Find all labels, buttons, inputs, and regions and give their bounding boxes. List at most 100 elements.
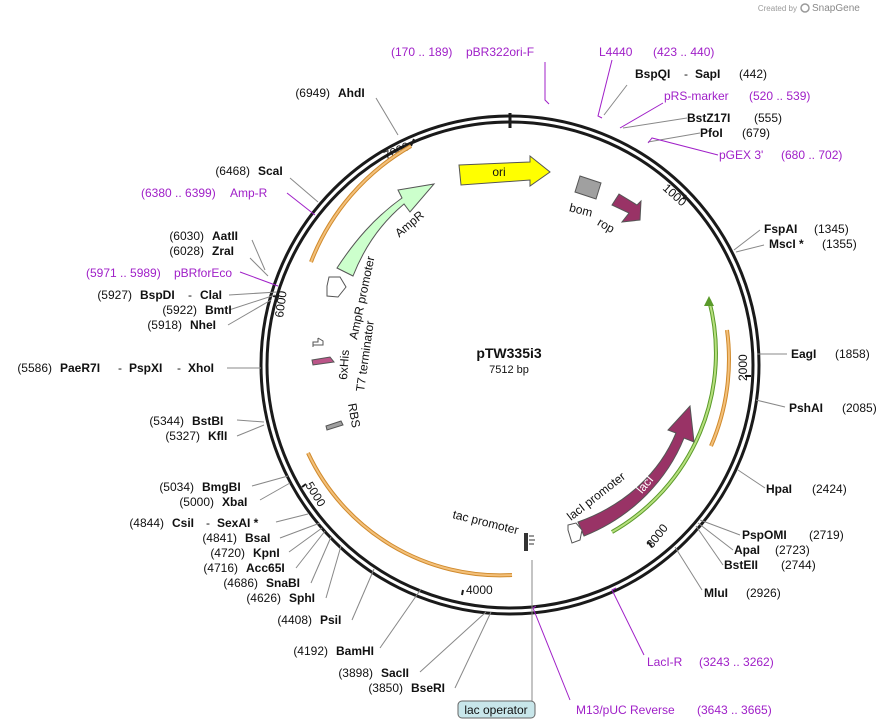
primer-laci-r-range: (3243 .. 3262) [699,655,774,669]
primer-m13-puc-reverse-range: (3643 .. 3665) [697,703,772,717]
backbone [259,113,761,616]
site-bmti[interactable]: (5922) BmtI [162,303,231,317]
site-snabi[interactable]: (4686) SnaBI [223,576,300,590]
site-pfoi-name: PfoI [700,126,723,140]
ampr-label: AmpR [392,208,427,240]
site-kflii-name: KflI [208,429,227,443]
site-pspomi-pos: (2719) [809,528,844,542]
site-clai-name: ClaI [200,288,222,302]
primer-prs-marker[interactable]: pRS-marker (520 .. 539) [664,89,810,103]
site-eagi[interactable]: EagI (1858) [791,347,870,361]
site-bamhi-pos: (4192) [293,644,328,658]
site-bsteii[interactable]: BstEII (2744) [724,558,816,572]
rop-label: rop [595,215,617,236]
feature-6xhis: 6xHis [311,349,352,380]
site-scai-pos: (6468) [215,164,250,178]
site-bsai-pos: (4841) [202,531,237,545]
site-pfoi[interactable]: PfoI (679) [700,126,770,140]
site-acc65i[interactable]: (4716) Acc65I [203,561,284,575]
site-csii-sexai[interactable]: (4844) CsiI - SexAI * [129,516,258,530]
site-xbai[interactable]: (5000) XbaI [179,495,247,509]
site-ahdi-pos: (6949) [295,86,330,100]
site-snabi-pos: (4686) [223,576,258,590]
site-bsai[interactable]: (4841) BsaI [202,531,270,545]
site-scai[interactable]: (6468) ScaI [215,164,282,178]
site-bamhi-name: BamHI [336,644,374,658]
primer-pgex-3-range: (680 .. 702) [781,148,842,162]
site-sphi[interactable]: (4626) SphI [246,591,315,605]
site-bspdi-clai[interactable]: (5927) BspDI - ClaI [97,288,222,302]
site-ahdi[interactable]: (6949) AhdI [295,86,364,100]
site-msci[interactable]: MscI * (1355) [769,237,857,251]
site-zrai[interactable]: (6028) ZraI [169,244,234,258]
site-bsai-name: BsaI [245,531,270,545]
primer-pbr322ori-f[interactable]: (170 .. 189) pBR322ori-F [391,45,534,59]
site-acc65i-pos: (4716) [203,561,238,575]
site-bseri-name: BseRI [411,681,445,695]
site-hpai[interactable]: HpaI (2424) [766,482,847,496]
primer-l4440-name: L4440 [599,45,633,59]
6xhis-label: 6xHis [336,349,352,380]
credit-brand: SnapGene [812,3,860,14]
site-psii[interactable]: (4408) PsiI [277,613,341,627]
site-pspomi-name: PspOMI [742,528,787,542]
site-sacii-pos: (3898) [338,666,373,680]
site-mlui[interactable]: MluI (2926) [704,586,781,600]
primer-pgex-3-name: pGEX 3' [719,148,763,162]
site-eagi-pos: (1858) [835,347,870,361]
site-paer7i-pspxi-xhoi[interactable]: (5586) PaeR7I - PspXI - XhoI [17,361,214,375]
site-leader-lines [227,84,787,689]
site-aatii[interactable]: (6030) AatII [169,229,238,243]
site-separator: - [684,67,688,81]
credit-prefix: Created by [758,4,797,13]
site-fspai-pos: (1345) [814,222,849,236]
site-bmgbi[interactable]: (5034) BmgBI [159,480,240,494]
primer-l4440[interactable]: L4440 (423 .. 440) [599,45,714,59]
site-bstz17i[interactable]: BstZ17I (555) [687,111,782,125]
site-bstbi[interactable]: (5344) BstBI [149,414,223,428]
site-bspqi-sapi[interactable]: BspQI - SapI (442) [635,67,767,81]
site-bmti-pos: (5922) [162,303,197,317]
site-bsteii-name: BstEII [724,558,758,572]
site-aatii-pos: (6030) [169,229,204,243]
site-bmgbi-name: BmgBI [202,480,241,494]
site-hpai-pos: (2424) [812,482,847,496]
lac-operator-label: lac operator [464,703,527,717]
site-sphi-name: SphI [289,591,315,605]
site-separator: - [177,361,181,375]
site-pspomi[interactable]: PspOMI (2719) [742,528,844,542]
rbs-label: RBS [345,402,363,429]
site-nhei[interactable]: (5918) NheI [147,318,216,332]
primer-pbrforeco-range: (5971 .. 5989) [86,266,161,280]
site-kpni[interactable]: (4720) KpnI [210,546,279,560]
ori-label: ori [492,165,505,179]
primer-pgex-3[interactable]: pGEX 3' (680 .. 702) [719,148,842,162]
site-sacii[interactable]: (3898) SacII [338,666,409,680]
site-psii-pos: (4408) [277,613,312,627]
primer-m13-puc-reverse[interactable]: M13/pUC Reverse (3643 .. 3665) [576,703,772,717]
site-pshai-name: PshAI [789,401,823,415]
site-bamhi[interactable]: (4192) BamHI [293,644,374,658]
feature-tracks [306,144,731,578]
site-csii-pos: (4844) [129,516,164,530]
tick-label-4000: 4000 [466,583,493,597]
site-kpni-pos: (4720) [210,546,245,560]
primer-laci-r[interactable]: LacI-R (3243 .. 3262) [647,655,774,669]
site-apai[interactable]: ApaI (2723) [734,543,810,557]
site-pshai[interactable]: PshAI (2085) [789,401,877,415]
site-paer7i-pos: (5586) [17,361,52,375]
site-kflii[interactable]: (5327) KflI [165,429,227,443]
site-fspai[interactable]: FspAI (1345) [764,222,849,236]
site-separator: - [118,361,122,375]
site-acc65i-name: Acc65I [246,561,285,575]
primer-prs-marker-name: pRS-marker [664,89,729,103]
site-bseri[interactable]: (3850) BseRI [368,681,445,695]
primer-amp-r[interactable]: (6380 .. 6399) Amp-R [141,186,268,200]
site-sphi-pos: (4626) [246,591,281,605]
site-scai-name: ScaI [258,164,283,178]
plasmid-name: pTW335i3 [476,345,542,361]
primer-pbrforeco[interactable]: (5971 .. 5989) pBRforEco [86,266,232,280]
primer-pbr322ori-f-range: (170 .. 189) [391,45,452,59]
site-snabi-name: SnaBI [266,576,300,590]
